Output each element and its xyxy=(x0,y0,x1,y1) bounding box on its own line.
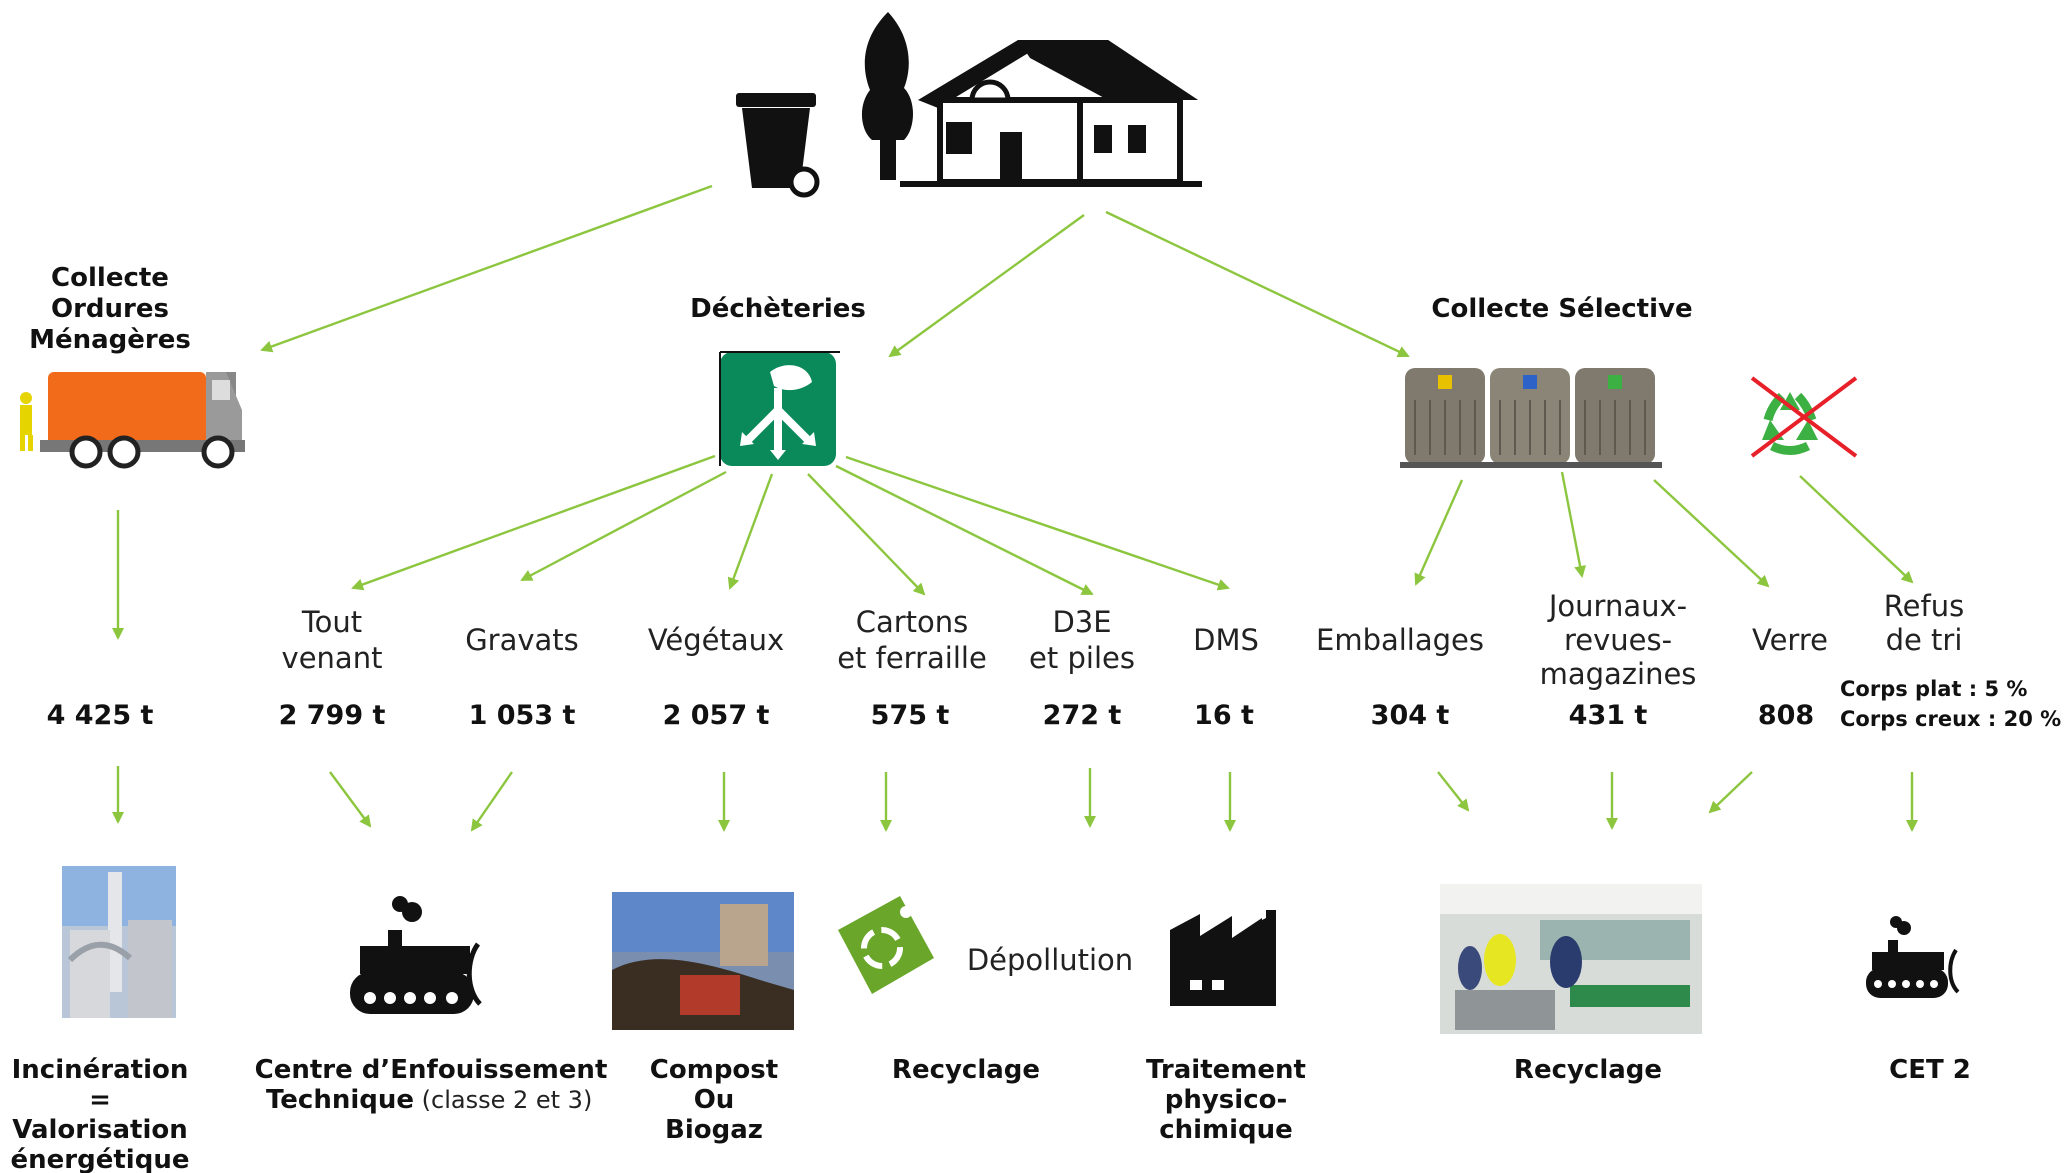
qty-journaux: 431 t xyxy=(1569,700,1648,731)
stream-journaux-1: Journaux- xyxy=(1547,589,1687,623)
qty-tout-venant: 2 799 t xyxy=(279,700,386,731)
dest-cet-note: (classe 2 et 3) xyxy=(414,1086,592,1114)
garbage-truck-icon xyxy=(20,372,245,469)
arrow-dech-dms xyxy=(845,455,1230,591)
decheteries-label: Déchèteries xyxy=(690,294,866,324)
dest-cet-2: Technique xyxy=(266,1085,414,1115)
qty-cartons: 575 t xyxy=(871,700,950,731)
flow-arrows xyxy=(112,184,1918,832)
collecte-om-label-1: Collecte xyxy=(51,263,169,293)
qty-vegetaux: 2 057 t xyxy=(663,700,770,731)
refus-rate-creux: Corps creux : 20 % xyxy=(1840,707,2061,731)
arrow-dech-cartons xyxy=(807,473,926,596)
stream-dms: DMS xyxy=(1193,623,1259,657)
decheterie-icon xyxy=(719,351,840,466)
qty-om: 4 425 t xyxy=(47,700,154,731)
dest-compost-2: Ou xyxy=(694,1085,735,1115)
arrow-dech-vegetaux xyxy=(727,473,774,590)
qty-gravats: 1 053 t xyxy=(469,700,576,731)
qty-dms: 16 t xyxy=(1194,700,1254,731)
arrow-containers-emballages xyxy=(1414,479,1464,586)
arrow-house-to-decheteries xyxy=(888,214,1085,358)
bulldozer-icon xyxy=(350,896,482,1014)
stream-verre: Verre xyxy=(1752,623,1828,657)
refus-rate-plat: Corps plat : 5 % xyxy=(1840,677,2027,701)
arrow-house-to-om xyxy=(260,184,713,353)
collecte-selective-label: Collecte Sélective xyxy=(1431,294,1692,324)
sorting-center-photo-icon xyxy=(1440,884,1702,1034)
arrow-cross-refus xyxy=(1799,475,1914,584)
stream-gravats: Gravats xyxy=(465,623,579,657)
sorting-containers-icon xyxy=(1400,368,1662,468)
arrow-containers-verre xyxy=(1653,479,1770,588)
factory-icon xyxy=(1170,910,1276,1006)
qty-emballages: 304 t xyxy=(1371,700,1450,731)
arrow-dech-tout-venant xyxy=(351,454,716,591)
arrow-dech-gravats xyxy=(520,470,727,582)
arrow-dech-d3e xyxy=(835,464,1094,596)
dest-incineration-4: énergétique xyxy=(11,1145,190,1173)
incinerator-photo-icon xyxy=(62,866,176,1018)
house-icon xyxy=(900,40,1202,187)
stream-d3e-2: et piles xyxy=(1029,641,1135,675)
arrow-gravats-cet xyxy=(470,771,513,832)
dest-incineration-1: Incinération xyxy=(12,1055,189,1085)
stream-d3e-1: D3E xyxy=(1052,605,1111,639)
tree-icon xyxy=(861,12,913,180)
dest-recyclage-1: Recyclage xyxy=(892,1055,1040,1085)
stream-journaux-3: magazines xyxy=(1540,657,1697,691)
arrow-verre-recyclage xyxy=(1708,771,1753,814)
dest-cet2: CET 2 xyxy=(1889,1055,1971,1085)
dest-compost-1: Compost xyxy=(650,1055,778,1085)
collecte-om-label-2: Ordures xyxy=(51,294,169,324)
stream-cartons-2: et ferraille xyxy=(837,641,987,675)
dest-incineration-2: = xyxy=(89,1085,111,1115)
dest-incineration-3: Valorisation xyxy=(12,1115,188,1145)
stream-tout-venant-1: Tout xyxy=(301,605,362,639)
stream-refus-2: de tri xyxy=(1886,623,1963,657)
dest-cet-1: Centre d’Enfouissement xyxy=(255,1055,608,1085)
stream-refus-1: Refus xyxy=(1884,589,1964,623)
stream-vegetaux: Végétaux xyxy=(648,623,784,657)
arrow-tout-venant-cet xyxy=(329,771,372,828)
arrow-containers-journaux xyxy=(1560,471,1587,578)
bulldozer-small-icon xyxy=(1866,916,1960,998)
qty-verre: 808 xyxy=(1758,700,1814,731)
collecte-om-label-3: Ménagères xyxy=(29,325,191,355)
wheelie-bin-icon xyxy=(736,93,820,198)
arrow-emballages-recyclage xyxy=(1437,771,1470,812)
stream-journaux-2: revues- xyxy=(1564,623,1672,657)
recycle-tag-icon xyxy=(838,896,934,994)
dest-recyclage-2: Recyclage xyxy=(1514,1055,1662,1085)
compost-photo-icon xyxy=(612,892,794,1030)
dest-traitement-3: chimique xyxy=(1159,1115,1293,1145)
qty-d3e: 272 t xyxy=(1043,700,1122,731)
stream-cartons-1: Cartons xyxy=(856,605,969,639)
arrow-house-to-selective xyxy=(1105,210,1410,358)
dest-traitement-2: physico- xyxy=(1165,1085,1288,1115)
stream-emballages: Emballages xyxy=(1316,623,1484,657)
depollution-label: Dépollution xyxy=(967,943,1133,977)
dest-compost-3: Biogaz xyxy=(665,1115,763,1145)
crossed-recycle-icon xyxy=(1750,376,1858,458)
dest-traitement-1: Traitement xyxy=(1146,1055,1306,1085)
stream-tout-venant-2: venant xyxy=(282,641,383,675)
dest-cet-2-group: Technique (classe 2 et 3) xyxy=(266,1085,592,1115)
